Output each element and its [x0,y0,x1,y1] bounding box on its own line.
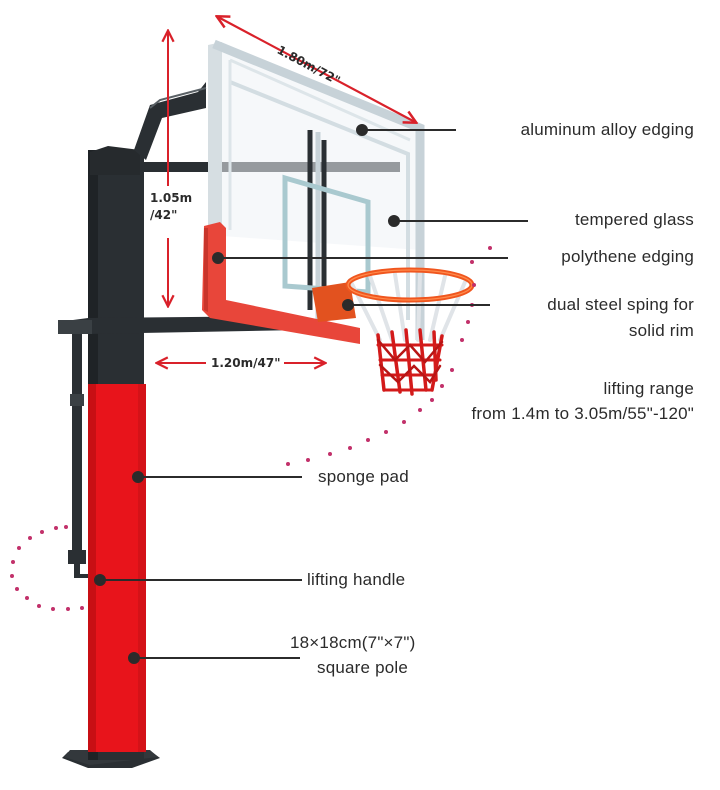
label-square-pole: square pole [317,658,409,677]
label-sponge-pad: sponge pad [318,467,409,486]
label-pole-size: 18×18cm(7"×7") [290,633,416,652]
label-lifting-handle: lifting handle [307,570,406,589]
dimension-height-label: 1.05m [150,191,193,205]
label-lifting-range: lifting range [603,379,694,398]
lifting-handle-strut [68,334,90,578]
sponge-pad [88,384,146,752]
label-lifting-range-values: from 1.4m to 3.05m/55"-120" [471,404,694,423]
rim-bracket [312,282,356,322]
dimension-lines [158,17,415,363]
polythene-edging [202,222,360,344]
callout-leaders [94,124,528,664]
label-tempered-glass: tempered glass [574,210,694,229]
label-solid-rim: solid rim [628,321,694,340]
label-aluminum-alloy-edging: aluminum alloy edging [520,120,694,139]
dimension-extension-label: 1.20m/47" [211,356,281,370]
label-polythene-edging: polythene edging [561,247,694,266]
label-dual-steel-spring: dual steel sping for [547,295,694,314]
net [348,272,467,396]
dimension-height-label-imperial: /42" [150,208,178,222]
handle-rotation-dotted-path [10,525,84,611]
